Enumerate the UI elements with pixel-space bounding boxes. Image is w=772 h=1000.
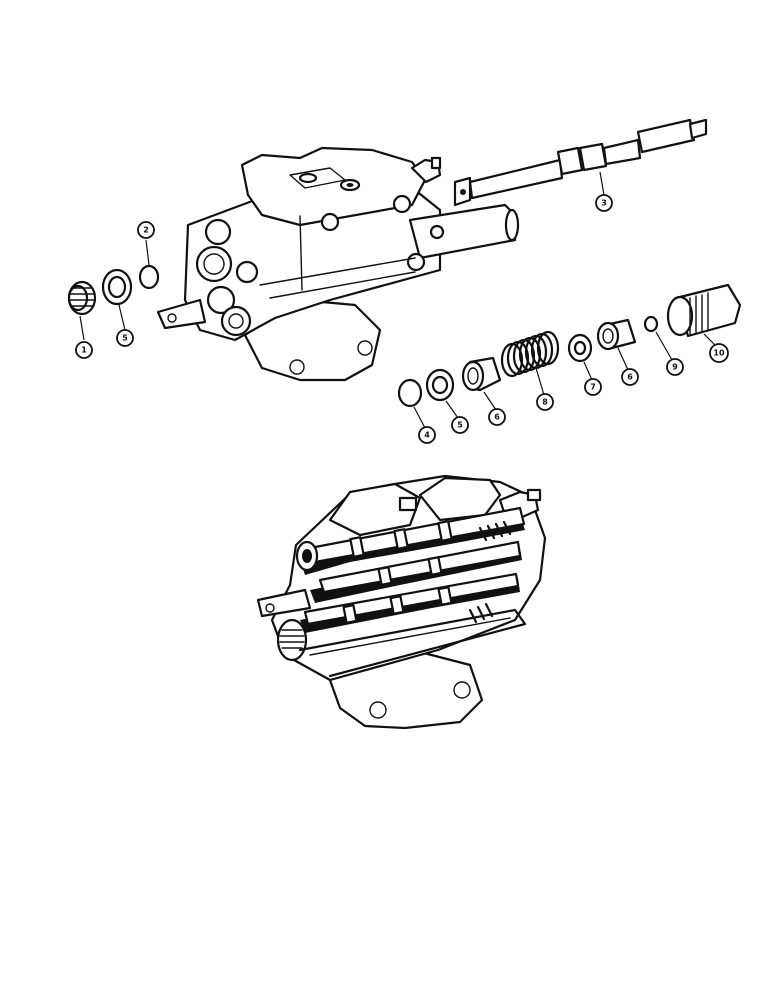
- part-6-sleeve-left: [461, 356, 502, 392]
- callout-5-right: 5: [451, 416, 469, 434]
- callout-3: 3: [595, 194, 613, 212]
- part-5-washer-right: [425, 368, 455, 402]
- callout-8: 8: [536, 393, 554, 411]
- callout-6-right: 6: [621, 368, 639, 386]
- callout-7-label: 7: [590, 383, 596, 392]
- callout-6-right-label: 6: [627, 373, 633, 382]
- part-9-oring: [643, 315, 659, 333]
- callout-8-label: 8: [542, 398, 548, 407]
- spool-part-3: [453, 118, 708, 207]
- callout-9-label: 9: [672, 363, 678, 372]
- callout-5-left-label: 5: [122, 334, 128, 343]
- part-5-washer-left: [101, 268, 133, 306]
- callout-1: 1: [75, 341, 93, 359]
- valve-body-cutaway: [256, 474, 547, 730]
- callout-1-label: 1: [81, 346, 87, 355]
- callout-5-right-label: 5: [457, 421, 463, 430]
- callout-4-label: 4: [424, 431, 430, 440]
- part-2-oring: [138, 264, 160, 290]
- part-6-sleeve-right: [596, 318, 637, 351]
- callout-4: 4: [418, 426, 436, 444]
- callout-6-left: 6: [488, 408, 506, 426]
- callout-7: 7: [584, 378, 602, 396]
- callout-2-label: 2: [143, 226, 149, 235]
- callout-5-left: 5: [116, 329, 134, 347]
- leader-lines: [79, 171, 717, 429]
- callout-10-label: 10: [713, 349, 725, 358]
- part-4-oring: [397, 378, 423, 408]
- part-10-cap: [666, 283, 742, 338]
- part-8-spring: [500, 330, 560, 378]
- callout-10: 10: [709, 343, 729, 363]
- valve-body-exploded: [156, 146, 520, 382]
- callout-3-label: 3: [601, 199, 607, 208]
- callout-6-left-label: 6: [494, 413, 500, 422]
- callout-9: 9: [666, 358, 684, 376]
- callout-2: 2: [137, 221, 155, 239]
- part-7-washer: [567, 333, 593, 363]
- part-1-plug: [67, 280, 97, 316]
